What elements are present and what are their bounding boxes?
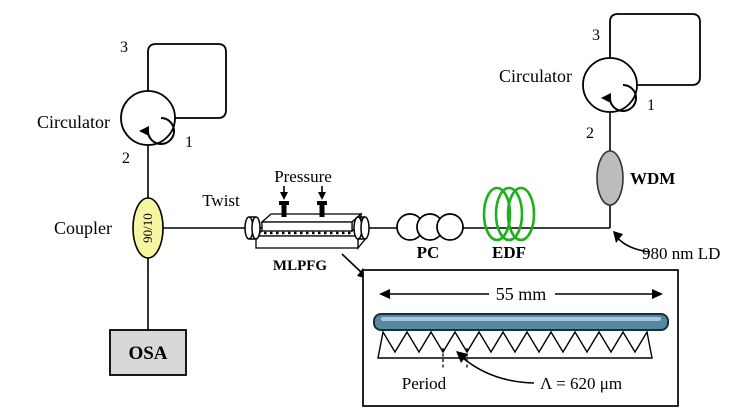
period-value-label: Λ = 620 μm — [540, 374, 622, 393]
left-arrowhead-icon — [379, 289, 390, 299]
edf-loop-1 — [482, 186, 512, 242]
circulator-rotation-icon — [601, 84, 637, 112]
left-circulator-loop — [147, 43, 227, 119]
circulator-rotation-icon — [139, 117, 175, 145]
left-circulator-label: Circulator — [37, 112, 110, 132]
pc-loop-3 — [436, 213, 464, 241]
left-port3-label: 3 — [120, 39, 128, 56]
fiber-bar — [373, 313, 669, 331]
fiber-sheen — [381, 317, 661, 321]
pump-label: 980 nm LD — [642, 244, 720, 263]
right-circulator-body — [582, 57, 638, 113]
twist-clamp-left — [244, 216, 261, 240]
osa: OSA — [109, 329, 187, 376]
right-circulator-loop — [609, 13, 701, 86]
pressure-bolt-right — [317, 201, 327, 217]
coupler: 90/10 Coupler — [54, 197, 164, 259]
pump-pointer: 980 nm LD — [613, 231, 720, 263]
pc-label: PC — [417, 243, 440, 262]
edf-label: EDF — [492, 243, 526, 262]
osa-label: OSA — [128, 343, 167, 364]
edf-coil — [482, 186, 536, 242]
coupler-body — [132, 197, 164, 259]
pressure-arrow-right — [318, 186, 326, 200]
twist-label: Twist — [202, 191, 240, 210]
period-arrowhead-icon — [456, 351, 468, 363]
polarization-controller: PC — [396, 213, 464, 262]
grating-inset: 55 mm Period Λ = 620 μm — [362, 269, 679, 407]
length-label: 55 mm — [496, 284, 547, 304]
period-markers — [442, 348, 468, 368]
pressure-bolt-left — [279, 201, 289, 217]
edf-loop-2 — [494, 186, 524, 242]
mlpfg-label: MLPFG — [273, 258, 327, 274]
coupler-label: Coupler — [54, 218, 112, 238]
right-circulator: Circulator 3 1 2 — [499, 13, 701, 142]
wdm-body — [596, 150, 624, 206]
wdm-label: WDM — [630, 169, 675, 188]
left-circulator: Circulator 3 1 2 — [37, 39, 227, 167]
period-label: Period — [402, 374, 447, 393]
mlpfg-upper-plate — [260, 212, 363, 233]
right-port1-label: 1 — [647, 97, 655, 114]
right-arrowhead-icon — [652, 289, 663, 299]
right-circulator-label: Circulator — [499, 66, 572, 86]
period-pointer — [456, 351, 535, 384]
edf-loop-3 — [506, 186, 536, 242]
fiber-clamp-right — [353, 216, 370, 240]
wdm: WDM — [596, 150, 675, 206]
grating-teeth — [377, 330, 653, 359]
left-port2-label: 2 — [122, 150, 130, 167]
pump-arrowhead-icon — [613, 231, 623, 243]
left-port1-label: 1 — [185, 134, 193, 151]
fiber-core — [373, 313, 669, 331]
mlpfg-stage: Pressure MLPFG — [246, 167, 369, 274]
pressure-label: Pressure — [274, 167, 332, 186]
coupler-ratio-label: 90/10 — [140, 213, 155, 243]
left-circulator-body — [120, 90, 176, 146]
pressure-arrow-left — [280, 186, 288, 200]
right-port3-label: 3 — [592, 27, 600, 44]
osa-box — [109, 329, 187, 376]
right-port2-label: 2 — [586, 125, 594, 142]
length-arrow — [379, 289, 663, 299]
fiber-lines — [147, 112, 611, 330]
